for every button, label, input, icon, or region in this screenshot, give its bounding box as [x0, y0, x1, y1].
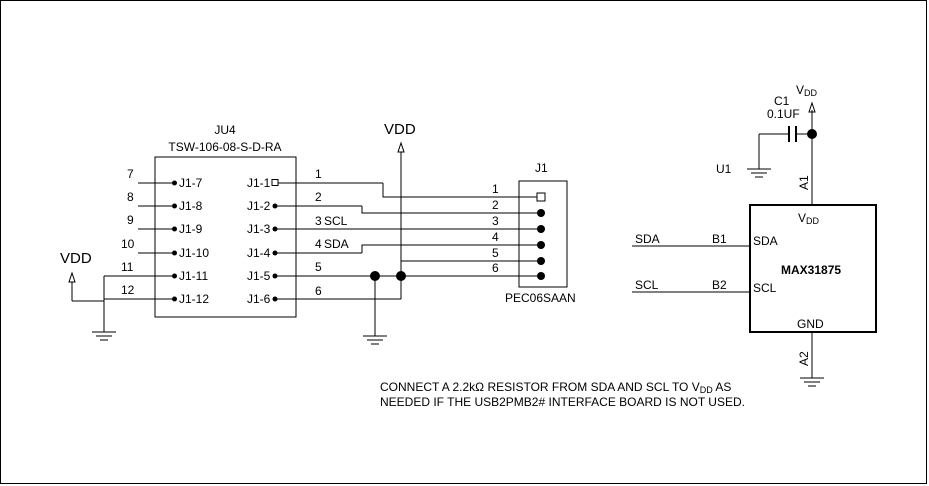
j1-part: PEC06SAAN — [505, 291, 576, 305]
svg-text:3: 3 — [315, 214, 322, 228]
svg-text:5: 5 — [492, 246, 499, 260]
svg-text:J1-6: J1-6 — [247, 292, 271, 306]
svg-text:11: 11 — [121, 260, 134, 274]
ju4-ref: JU4 — [214, 123, 236, 137]
svg-text:9: 9 — [127, 213, 134, 227]
ju4-body — [154, 156, 297, 318]
c1-value: 0.1UF — [767, 107, 800, 121]
svg-text:12: 12 — [121, 283, 135, 297]
svg-text:7: 7 — [127, 167, 134, 181]
svg-text:J1-12: J1-12 — [179, 292, 209, 306]
max-scl-pin: SCL — [753, 281, 777, 295]
u1-label: U1 — [716, 162, 732, 176]
j1-ref: J1 — [535, 161, 548, 175]
vdd-right-label: VDD — [796, 83, 818, 98]
svg-text:J1-8: J1-8 — [179, 199, 203, 213]
vdd-left-label: VDD — [60, 250, 92, 267]
svg-text:2: 2 — [492, 198, 499, 212]
a1-label: A1 — [797, 175, 811, 190]
max31875: MAX31875 VDD SDA SCL GND SDA B1 SCL B2 A… — [632, 83, 877, 387]
note-line-2: NEEDED IF THE USB2PMB2# INTERFACE BOARD … — [380, 395, 745, 409]
max-gnd-pin: GND — [797, 317, 824, 331]
left-vdd-ground: VDD — [60, 250, 116, 341]
svg-text:6: 6 — [315, 284, 322, 298]
vdd-right-arrow — [808, 101, 816, 113]
ju4-left-pins: 7 J1-7 8 J1-8 9 J1-9 10 J1-10 11 J1-11 1… — [104, 167, 209, 306]
svg-text:J1-3: J1-3 — [247, 222, 271, 236]
svg-text:J1-1: J1-1 — [247, 176, 271, 190]
svg-text:1: 1 — [492, 182, 499, 196]
note: CONNECT A 2.2kΩ RESISTOR FROM SDA AND SC… — [380, 380, 745, 409]
max31875-name: MAX31875 — [781, 263, 841, 277]
svg-text:J1-2: J1-2 — [247, 199, 271, 213]
vdd-left-arrow — [68, 271, 76, 283]
svg-text:J1-10: J1-10 — [179, 246, 209, 260]
svg-text:1: 1 — [315, 167, 322, 181]
svg-text:J1-4: J1-4 — [247, 246, 271, 260]
svg-text:6: 6 — [492, 261, 499, 275]
svg-text:4: 4 — [492, 230, 499, 244]
ju4-part: TSW-106-08-S-D-RA — [168, 140, 281, 154]
svg-text:10: 10 — [121, 237, 135, 251]
max-sda-pin: SDA — [753, 234, 778, 248]
j1-body — [518, 180, 568, 288]
b1-label: B1 — [712, 232, 727, 246]
note-line-1: CONNECT A 2.2kΩ RESISTOR FROM SDA AND SC… — [380, 380, 731, 395]
a2-label: A2 — [797, 351, 811, 366]
vdd-top-arrow — [397, 141, 405, 153]
max-vdd-pin: VDD — [798, 211, 820, 226]
max31875-body — [749, 204, 877, 333]
svg-text:J1-9: J1-9 — [179, 222, 203, 236]
svg-text:5: 5 — [315, 260, 322, 274]
svg-text:J1-5: J1-5 — [247, 269, 271, 283]
c1-ref: C1 — [774, 94, 790, 108]
j1-connector: J1 1 2 3 4 5 6 PEC06SAAN — [492, 161, 576, 305]
sda-net-right: SDA — [635, 232, 660, 246]
svg-text:2: 2 — [315, 190, 322, 204]
ju4-right-pins: J1-1 1 J1-2 2 J1-3 3 SCL J1-4 4 SDA J1-5… — [247, 167, 537, 306]
svg-text:J1-11: J1-11 — [179, 269, 208, 283]
scl-net-label: SCL — [324, 214, 348, 228]
svg-text:4: 4 — [315, 237, 322, 251]
svg-text:3: 3 — [492, 214, 499, 228]
vdd-top-label: VDD — [384, 121, 416, 138]
svg-text:J1-7: J1-7 — [179, 176, 203, 190]
svg-text:8: 8 — [127, 190, 134, 204]
sda-net-label: SDA — [324, 237, 349, 251]
center-routing: VDD — [361, 121, 537, 345]
scl-net-right: SCL — [635, 278, 659, 292]
b2-label: B2 — [712, 278, 727, 292]
